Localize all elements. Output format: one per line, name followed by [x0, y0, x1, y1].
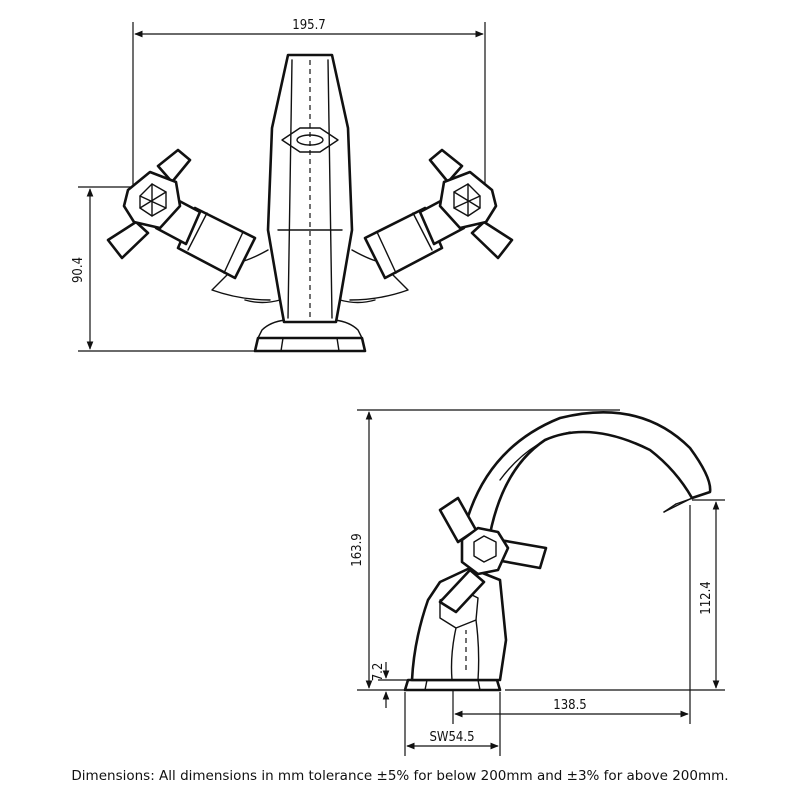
- total-height-label: 163.9: [350, 533, 365, 566]
- base-width-dimension: SW54.5: [404, 692, 501, 756]
- front-view: 195.7 90.4: [71, 18, 514, 353]
- side-body: [410, 566, 508, 682]
- side-handle: [438, 496, 548, 614]
- spout-height-dimension: 112.4: [505, 499, 725, 691]
- base-width-label: SW54.5: [429, 730, 474, 745]
- width-label: 195.7: [292, 18, 325, 33]
- side-spout: [460, 411, 712, 547]
- total-height-dimension: 163.9: [350, 409, 620, 691]
- base-thickness-label: 7.2: [371, 663, 386, 682]
- side-view: 163.9 112.4 7.2 138.5 SW54.5: [350, 409, 725, 756]
- base-thickness-dimension: 7.2: [371, 662, 410, 708]
- side-base: [403, 678, 502, 692]
- spout-height-label: 112.4: [699, 581, 714, 614]
- front-body: [266, 53, 354, 324]
- reach-label: 138.5: [553, 698, 586, 713]
- width-dimension: 195.7: [132, 18, 486, 185]
- front-left-handle: [106, 148, 192, 260]
- front-base: [253, 319, 367, 353]
- handle-height-label: 90.4: [71, 257, 86, 283]
- dimensions-caption: Dimensions: All dimensions in mm toleran…: [71, 768, 729, 784]
- front-right-handle: [428, 148, 514, 260]
